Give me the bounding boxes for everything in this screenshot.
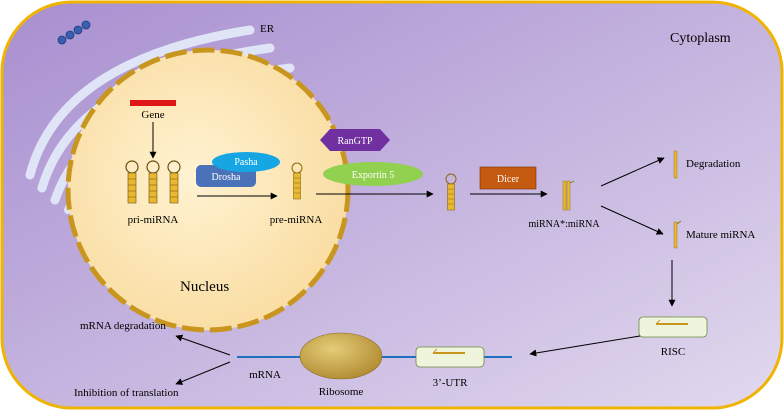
mature-mirna-label: Mature miRNA — [686, 229, 755, 241]
gene-bar — [130, 100, 176, 106]
ribosome-label: Ribosome — [319, 386, 364, 398]
risc-box — [638, 316, 708, 338]
maturation-arrow — [600, 205, 664, 235]
ribosome-dots — [57, 20, 91, 45]
pre-mirna-label: pre-miRNA — [270, 214, 323, 226]
risc-label: RISC — [661, 346, 685, 358]
rangtp-label: RanGTP — [338, 136, 373, 147]
cytoplasm-label: Cytoplasm — [670, 31, 731, 46]
inhibition-arrow — [175, 361, 231, 385]
dicer-label: Dicer — [497, 174, 520, 185]
utr-bound-mirna — [432, 348, 465, 354]
mrna-degradation-label: mRNA degradation — [80, 320, 166, 332]
pasha-ellipse — [212, 152, 280, 172]
pri-mirna-label: pri-miRNA — [128, 214, 179, 226]
utr-label: 3’-UTR — [433, 377, 468, 389]
exportin-label: Exportin 5 — [352, 170, 395, 181]
inhibition-label: Inhibition of translation — [74, 387, 179, 399]
exportin-ellipse — [323, 162, 423, 186]
degraded-strand — [673, 150, 678, 179]
mrna-degradation-arrow — [175, 334, 231, 356]
mrna-label: mRNA — [249, 369, 281, 381]
duplex-label: miRNA*:miRNA — [528, 219, 600, 230]
ribosome — [299, 332, 383, 380]
nucleus-label: Nucleus — [180, 279, 229, 295]
risc-mirna — [655, 319, 688, 325]
er-label: ER — [260, 23, 275, 35]
mirna-duplex — [562, 180, 575, 211]
rangtp-hexagon — [320, 129, 390, 151]
drosha-label: Drosha — [212, 172, 241, 183]
mature-mirna-strand — [673, 220, 682, 249]
degradation-label: Degradation — [686, 158, 741, 170]
gene-label: Gene — [141, 109, 164, 121]
utr-risc-box — [415, 346, 485, 368]
degradation-arrow — [600, 157, 665, 187]
dicer-box — [479, 166, 537, 190]
nuclear-envelope — [65, 47, 351, 333]
pasha-label: Pasha — [234, 157, 258, 168]
nucleus — [68, 50, 348, 330]
targeting-arrow — [529, 335, 641, 357]
